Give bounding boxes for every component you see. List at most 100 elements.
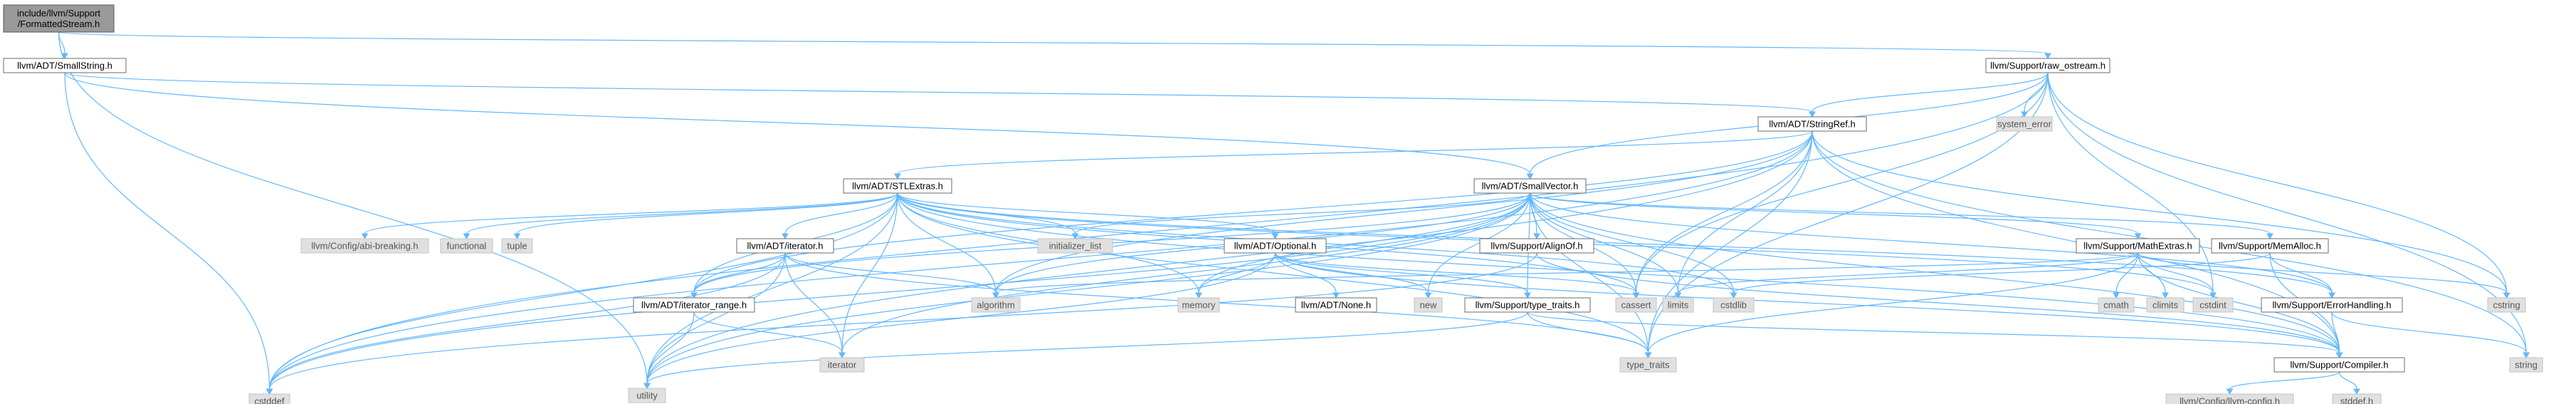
node-llvm-adt-none-h[interactable]: llvm/ADT/None.h	[1295, 297, 1377, 313]
node-include-llvm-support-formattedstream-h[interactable]: include/llvm/Support/FormattedStream.h	[3, 4, 115, 33]
edge-line	[897, 192, 1276, 234]
edge-llvm-adt-stlextras-h-to-llvm-support-compiler-h	[897, 192, 2343, 359]
edge-llvm-support-alignof-h-to-cstddef	[266, 252, 1537, 395]
node-llvm-adt-iterator-range-h[interactable]: llvm/ADT/iterator_range.h	[633, 297, 755, 313]
node-llvm-adt-iterator-h[interactable]: llvm/ADT/iterator.h	[736, 238, 834, 254]
edge-llvm-adt-smallvector-h-to-llvm-support-mathextras-h	[1529, 192, 2142, 240]
edge-llvm-adt-stringref-h-to-cassert	[1632, 130, 1813, 299]
edge-line	[64, 72, 1531, 175]
edge-llvm-support-mathextras-h-to-climits	[2137, 252, 2169, 299]
node-box	[2192, 297, 2234, 313]
edge-llvm-adt-iterator-range-h-to-utility	[643, 311, 695, 390]
node-label: memory	[1182, 300, 1216, 311]
node-cmath: cmath	[2098, 297, 2135, 313]
edge-line	[1635, 72, 2049, 294]
edge-llvm-adt-iterator-h-to-iterator	[784, 252, 846, 359]
node-llvm-support-memalloc-h[interactable]: llvm/Support/MemAlloc.h	[2211, 238, 2329, 254]
node-box	[1713, 297, 1755, 313]
edge-llvm-support-mathextras-h-to-cstring	[2137, 252, 2511, 299]
edge-line	[784, 252, 997, 294]
node-llvm-support-raw-ostream-h[interactable]: llvm/Support/raw_ostream.h	[1985, 58, 2110, 73]
node-cstddef: cstddef	[248, 393, 290, 404]
node-label: llvm/Config/llvm-config.h	[2180, 396, 2280, 404]
edge-arrowhead	[2328, 292, 2335, 299]
node-box	[1037, 238, 1113, 254]
node-llvm-support-mathextras-h[interactable]: llvm/Support/MathExtras.h	[2076, 238, 2200, 254]
edge-line	[1274, 252, 1429, 294]
edge-line	[897, 130, 1813, 175]
node-llvm-adt-stringref-h[interactable]: llvm/ADT/StringRef.h	[1757, 116, 1867, 132]
node-box	[2146, 297, 2185, 313]
edge-line	[784, 192, 898, 234]
node-llvm-adt-stlextras-h[interactable]: llvm/ADT/STLExtras.h	[843, 178, 952, 194]
edge-line	[784, 252, 843, 353]
node-label: cstddef	[255, 396, 285, 404]
edge-llvm-support-compiler-h-to-llvm-config-llvm-config-h	[2226, 371, 2340, 395]
edge-arrowhead	[1271, 233, 1279, 240]
edge-line	[1529, 192, 2340, 353]
edge-llvm-support-type-traits-h-to-utility	[643, 311, 1528, 390]
node-label: cassert	[1621, 300, 1651, 311]
edge-arrowhead	[1674, 292, 1682, 299]
node-stddef-h: stddef.h	[2332, 393, 2382, 404]
edge-arrowhead	[2523, 352, 2530, 359]
node-llvm-adt-smallstring-h[interactable]: llvm/ADT/SmallString.h	[3, 58, 127, 73]
edge-line	[2338, 371, 2357, 390]
edge-line	[1635, 130, 1813, 294]
node-label: climits	[2152, 300, 2179, 311]
edge-llvm-adt-stlextras-h-to-iterator	[838, 192, 898, 359]
edge-arrowhead	[463, 233, 470, 240]
node-llvm-support-compiler-h[interactable]: llvm/Support/Compiler.h	[2273, 357, 2405, 373]
node-box	[3, 58, 127, 73]
edge-llvm-support-raw-ostream-h-to-llvm-adt-stringref-h	[1809, 72, 2049, 118]
edge-line	[1647, 72, 2049, 353]
edge-llvm-adt-iterator-range-h-to-iterator	[693, 311, 846, 359]
node-box	[843, 178, 952, 194]
edge-line	[841, 192, 898, 353]
node-cstdlib: cstdlib	[1713, 297, 1755, 313]
edge-arrowhead	[2353, 388, 2360, 395]
edge-arrowhead	[1424, 292, 1432, 299]
node-climits: climits	[2146, 297, 2185, 313]
edge-llvm-adt-optional-h-to-cassert	[1274, 252, 1640, 299]
edges-layer	[58, 31, 2530, 395]
edge-line	[1536, 252, 2340, 353]
node-box	[633, 297, 755, 313]
edge-llvm-adt-stlextras-h-to-tuple	[513, 192, 898, 240]
edge-arrowhead	[1644, 352, 1652, 359]
edge-line	[64, 72, 270, 390]
node-new: new	[1414, 297, 1443, 313]
edge-include-llvm-support-formattedstream-h-to-llvm-support-raw-ostream-h	[58, 31, 2051, 60]
node-box	[248, 393, 290, 404]
edge-llvm-support-memalloc-h-to-llvm-support-errorhandling-h	[2269, 252, 2335, 299]
edge-line	[1647, 130, 1813, 353]
edge-arrowhead	[2134, 233, 2142, 240]
node-box	[971, 297, 1021, 313]
edge-line	[693, 311, 843, 353]
node-box	[1295, 297, 1377, 313]
edge-line	[1529, 192, 2271, 234]
node-llvm-adt-smallvector-h[interactable]: llvm/ADT/SmallVector.h	[1473, 178, 1587, 194]
edge-line	[1198, 192, 1531, 294]
node-llvm-support-alignof-h[interactable]: llvm/Support/AlignOf.h	[1479, 238, 1594, 254]
edge-line	[646, 311, 695, 384]
edge-line	[1812, 72, 2049, 113]
node-box	[1224, 238, 1327, 254]
node-box	[1414, 297, 1443, 313]
edge-line	[1274, 252, 1637, 294]
edge-line	[1529, 192, 2333, 294]
edge-line	[2047, 72, 2214, 294]
edge-line	[1427, 192, 1531, 294]
edge-line	[646, 130, 1813, 384]
node-label: llvm/Config/abi-breaking.h	[311, 241, 418, 252]
node-llvm-adt-optional-h[interactable]: llvm/ADT/Optional.h	[1224, 238, 1327, 254]
node-box	[1464, 297, 1591, 313]
node-llvm-support-type-traits-h[interactable]: llvm/Support/type_traits.h	[1464, 297, 1591, 313]
edge-line	[268, 192, 898, 390]
node-label: llvm/ADT/STLExtras.h	[852, 181, 943, 192]
edge-line	[1647, 252, 2139, 353]
edge-llvm-adt-smallstring-h-to-llvm-adt-smallvector-h	[64, 72, 1534, 180]
edge-arrowhead	[838, 352, 846, 359]
edge-llvm-adt-stlextras-h-to-llvm-config-abi-breaking-h	[361, 192, 898, 240]
node-llvm-support-errorhandling-h[interactable]: llvm/Support/ErrorHandling.h	[2261, 297, 2403, 313]
